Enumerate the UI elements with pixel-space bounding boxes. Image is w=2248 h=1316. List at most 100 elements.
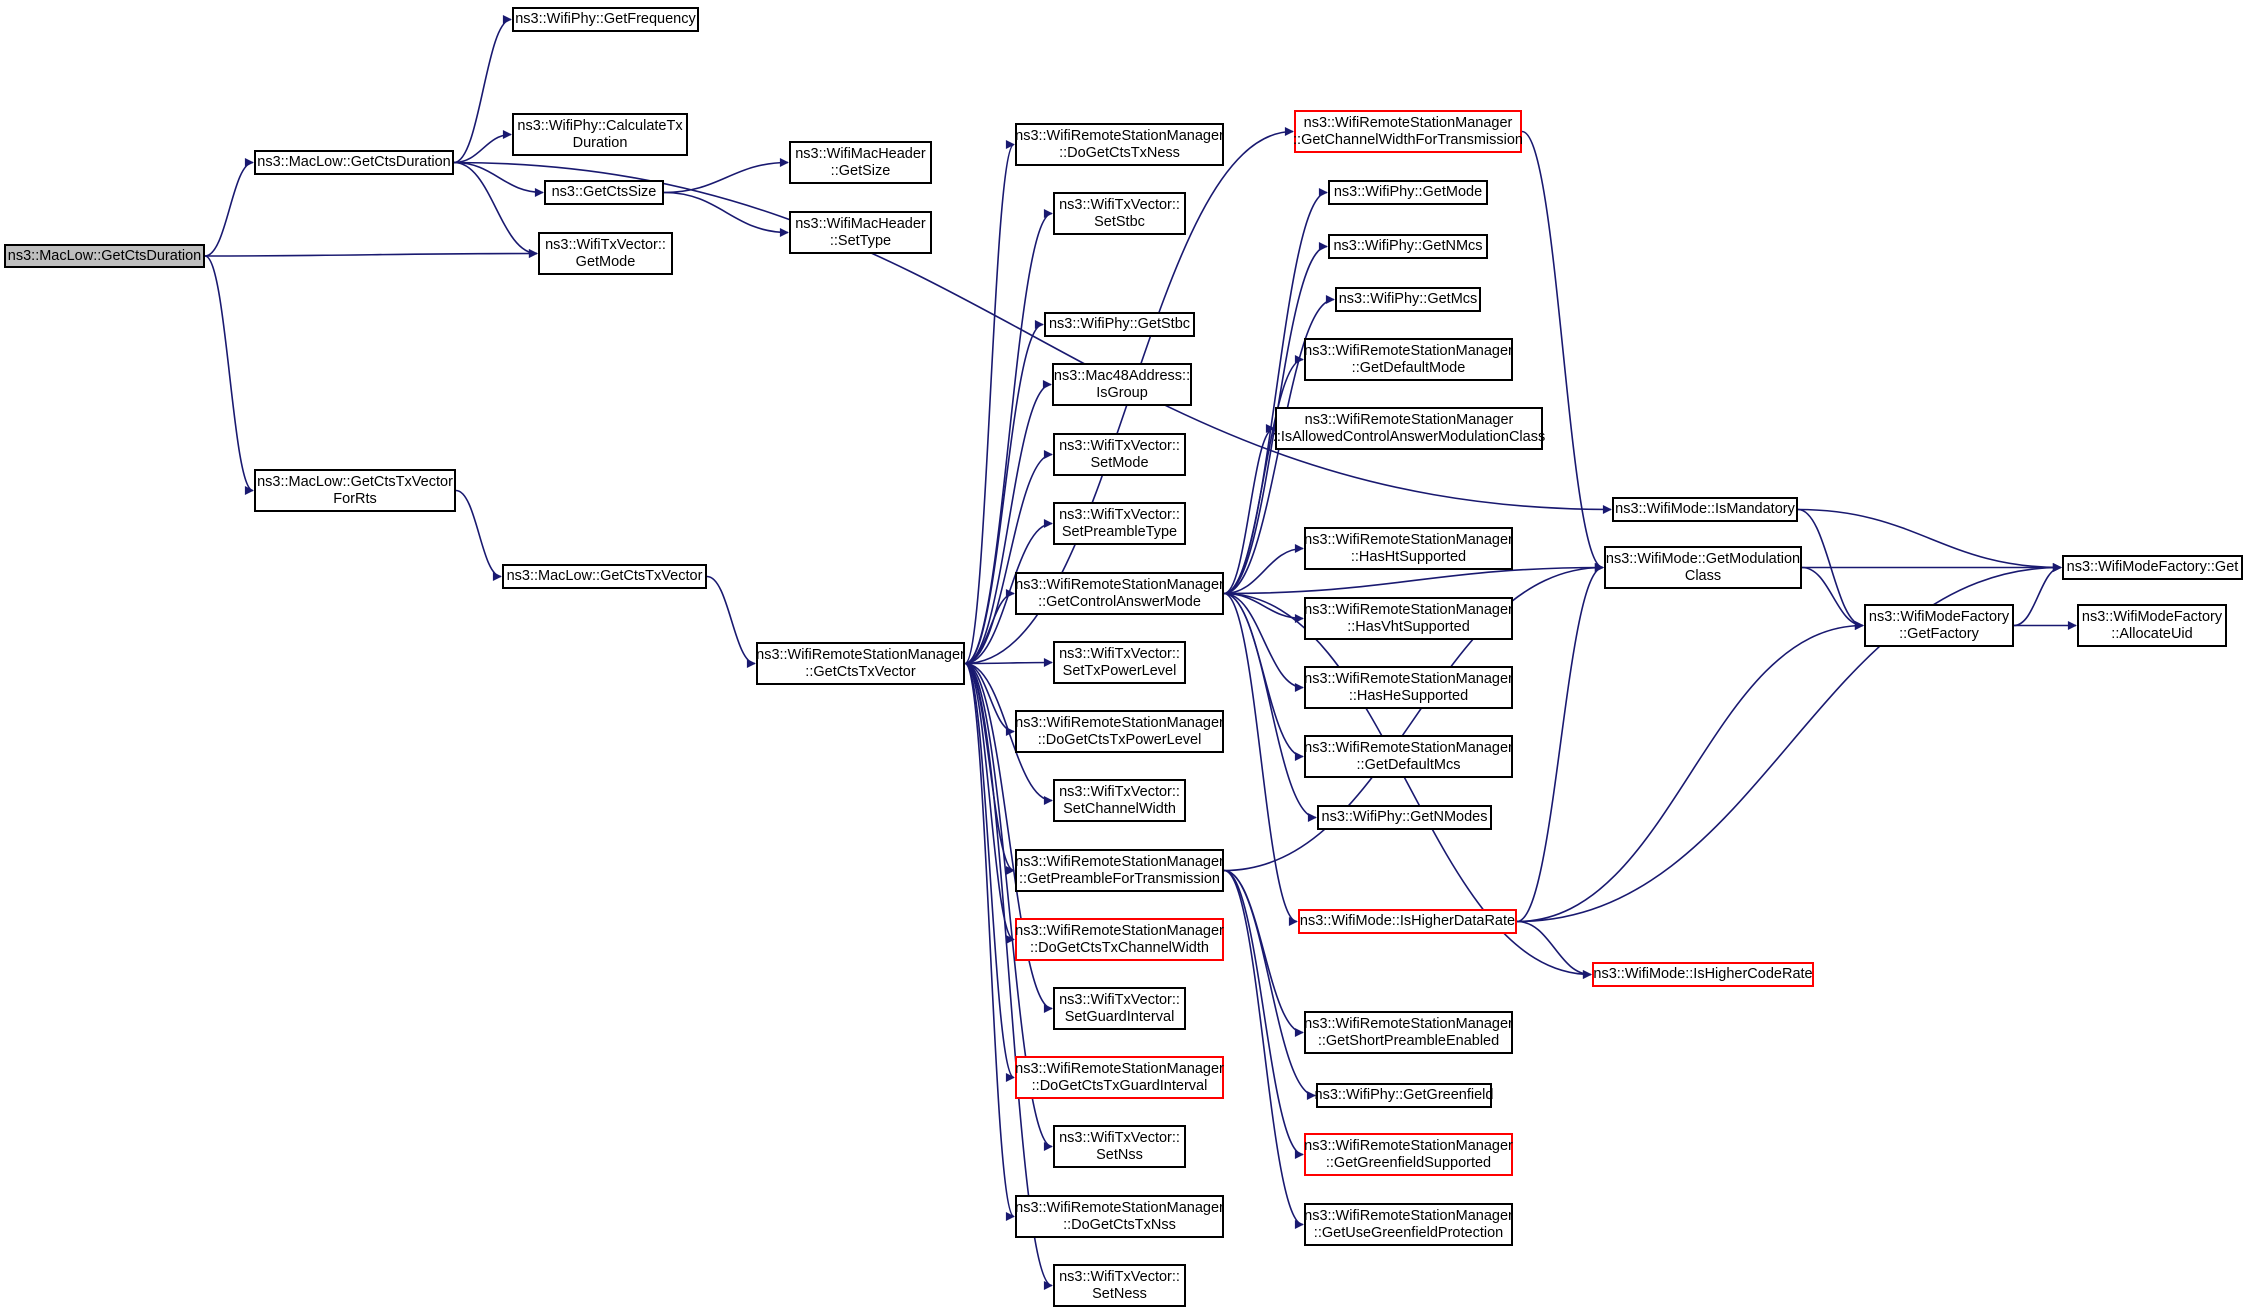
node-wifi-phy-get-greenfield[interactable]: ns3::WifiPhy::GetGreenfield: [1314, 1083, 1494, 1108]
node-wrsm-get-preamble-for-transmission[interactable]: ns3::WifiRemoteStationManager::GetPreamb…: [1015, 849, 1224, 892]
node-label-line: ns3::WifiRemoteStationManager: [1304, 1015, 1513, 1032]
node-wifi-phy-get-n-mcs[interactable]: ns3::WifiPhy::GetNMcs: [1328, 234, 1488, 259]
node-label-line: ::GetUseGreenfieldProtection: [1313, 1224, 1504, 1241]
node-label-line: ns3::WifiPhy::CalculateTx: [517, 117, 683, 134]
edge-wrsm_get_channel_width_for_transmission-to-wifi_mode_get_modulation_class: [1521, 130, 1604, 572]
node-mac-low-get-cts-tx-vector[interactable]: ns3::MacLow::GetCtsTxVector: [502, 564, 707, 589]
node-label-line: ns3::WifiTxVector::: [1059, 991, 1180, 1008]
node-get-cts-size[interactable]: ns3::GetCtsSize: [544, 180, 664, 205]
node-wrsm-get-default-mcs[interactable]: ns3::WifiRemoteStationManager::GetDefaul…: [1304, 735, 1513, 778]
node-wrsm-get-short-preamble-enabled[interactable]: ns3::WifiRemoteStationManager::GetShortP…: [1304, 1011, 1513, 1054]
node-label-line: ::AllocateUid: [2111, 625, 2193, 642]
node-wrsm-do-get-cts-tx-power-level[interactable]: ns3::WifiRemoteStationManager::DoGetCtsT…: [1015, 710, 1224, 753]
node-root: ns3::MacLow::GetCtsDuration: [4, 244, 205, 268]
node-wrsm-do-get-cts-tx-channel-width[interactable]: ns3::WifiRemoteStationManager::DoGetCtsT…: [1015, 918, 1224, 961]
node-label-line: SetNss: [1096, 1146, 1143, 1163]
node-label-line: ns3::WifiRemoteStationManager: [1303, 114, 1513, 131]
node-mac-low-get-cts-duration[interactable]: ns3::MacLow::GetCtsDuration: [254, 150, 454, 175]
node-label-line: ns3::WifiModeFactory: [1868, 608, 2010, 625]
node-label-line: ns3::WifiRemoteStationManager: [1015, 1060, 1224, 1077]
edge-wrsm_get_control_answer_mode-to-wrsm_is_allowed_control_answer_modulation_class: [1223, 424, 1275, 595]
node-wifi-mode-is-mandatory[interactable]: ns3::WifiMode::IsMandatory: [1612, 497, 1798, 522]
node-label-line: ns3::WifiPhy::GetStbc: [1048, 316, 1191, 332]
node-wifi-mode-factory-allocate-uid[interactable]: ns3::WifiModeFactory::AllocateUid: [2077, 604, 2227, 647]
node-wifi-mac-header-set-type[interactable]: ns3::WifiMacHeader::SetType: [789, 211, 932, 254]
edge-wrsm_get_preamble_for_transmission-to-wifi_mode_get_modulation_class: [1223, 563, 1604, 872]
node-wifi-phy-get-n-modes[interactable]: ns3::WifiPhy::GetNModes: [1317, 805, 1492, 830]
node-wrsm-has-ht-supported[interactable]: ns3::WifiRemoteStationManager::HasHtSupp…: [1304, 527, 1513, 570]
node-wifi-mode-is-higher-data-rate[interactable]: ns3::WifiMode::IsHigherDataRate: [1298, 909, 1517, 934]
edge-wrsm_get_cts_tx_vector-to-wifi_tx_vector_set_nss: [964, 662, 1053, 1151]
node-label-line: SetStbc: [1094, 213, 1145, 230]
node-wifi-tx-vector-set-tx-power-level[interactable]: ns3::WifiTxVector::SetTxPowerLevel: [1053, 641, 1186, 684]
node-wrsm-get-channel-width-for-transmission[interactable]: ns3::WifiRemoteStationManager::GetChanne…: [1293, 110, 1523, 153]
node-mac48-address-is-group[interactable]: ns3::Mac48Address::IsGroup: [1052, 363, 1192, 406]
node-label-line: SetTxPowerLevel: [1062, 662, 1177, 679]
node-label-line: ns3::WifiMode::GetModulation: [1605, 550, 1801, 567]
edge-wifi_mode_is_higher_data_rate-to-wifi_mode_get_modulation_class: [1516, 563, 1604, 923]
node-wrsm-get-control-answer-mode[interactable]: ns3::WifiRemoteStationManager::GetContro…: [1015, 572, 1224, 615]
node-wifi-phy-get-stbc[interactable]: ns3::WifiPhy::GetStbc: [1044, 312, 1195, 337]
node-wifi-tx-vector-set-stbc[interactable]: ns3::WifiTxVector::SetStbc: [1053, 192, 1186, 235]
node-wrsm-get-default-mode[interactable]: ns3::WifiRemoteStationManager::GetDefaul…: [1304, 338, 1513, 381]
node-label-line: ns3::WifiPhy::GetNModes: [1321, 809, 1488, 825]
node-label-line: ::SetType: [829, 232, 892, 249]
node-label-line: ::DoGetCtsTxGuardInterval: [1031, 1077, 1208, 1094]
node-label-line: GetMode: [575, 253, 636, 270]
node-wifi-phy-get-frequency[interactable]: ns3::WifiPhy::GetFrequency: [512, 7, 699, 32]
edge-wrsm_get_cts_tx_vector-to-wifi_tx_vector_set_channel_width: [964, 662, 1053, 805]
edge-wifi_mode_get_modulation_class-to-wifi_mode_factory_get_factory: [1801, 566, 1864, 630]
node-label-line: ns3::WifiTxVector::: [1059, 1268, 1180, 1285]
node-label-line: ::GetCtsTxVector: [805, 663, 916, 680]
node-label-line: SetPreambleType: [1061, 523, 1178, 540]
node-wifi-mode-factory-get-factory[interactable]: ns3::WifiModeFactory::GetFactory: [1864, 604, 2014, 647]
node-wrsm-has-vht-supported[interactable]: ns3::WifiRemoteStationManager::HasVhtSup…: [1304, 597, 1513, 640]
node-wrsm-get-use-greenfield-protection[interactable]: ns3::WifiRemoteStationManager::GetUseGre…: [1304, 1203, 1513, 1246]
node-label-line: ns3::MacLow::GetCtsDuration: [7, 247, 202, 264]
node-wifi-mac-header-get-size[interactable]: ns3::WifiMacHeader::GetSize: [789, 141, 932, 184]
node-wifi-tx-vector-set-guard-interval[interactable]: ns3::WifiTxVector::SetGuardInterval: [1053, 987, 1186, 1030]
node-label-line: ns3::WifiRemoteStationManager: [1304, 411, 1514, 428]
node-wrsm-has-he-supported[interactable]: ns3::WifiRemoteStationManager::HasHeSupp…: [1304, 666, 1513, 709]
node-label-line: ns3::WifiRemoteStationManager: [1015, 853, 1224, 870]
node-wifi-tx-vector-set-channel-width[interactable]: ns3::WifiTxVector::SetChannelWidth: [1053, 779, 1186, 822]
node-wrsm-is-allowed-control-answer-modulation-class[interactable]: ns3::WifiRemoteStationManager::IsAllowed…: [1273, 407, 1545, 450]
node-label-line: ns3::WifiPhy::GetMcs: [1338, 291, 1478, 307]
node-wrsm-do-get-cts-tx-guard-interval[interactable]: ns3::WifiRemoteStationManager::DoGetCtsT…: [1015, 1056, 1224, 1099]
node-wifi-tx-vector-get-mode[interactable]: ns3::WifiTxVector::GetMode: [538, 232, 673, 275]
edge-wrsm_get_cts_tx_vector-to-wifi_tx_vector_set_mode: [964, 450, 1053, 665]
node-wifi-tx-vector-set-preamble-type[interactable]: ns3::WifiTxVector::SetPreambleType: [1053, 502, 1186, 545]
node-wifi-phy-get-mcs[interactable]: ns3::WifiPhy::GetMcs: [1335, 287, 1481, 312]
node-wrsm-get-cts-tx-vector[interactable]: ns3::WifiRemoteStationManager::GetCtsTxV…: [756, 642, 965, 685]
node-wrsm-get-greenfield-supported[interactable]: ns3::WifiRemoteStationManager::GetGreenf…: [1304, 1133, 1513, 1176]
node-label-line: ForRts: [333, 490, 377, 507]
node-label-line: ::HasVhtSupported: [1347, 618, 1470, 635]
node-label-line: ns3::WifiRemoteStationManager: [1304, 601, 1513, 618]
node-wifi-tx-vector-set-mode[interactable]: ns3::WifiTxVector::SetMode: [1053, 433, 1186, 476]
node-wifi-tx-vector-set-nss[interactable]: ns3::WifiTxVector::SetNss: [1053, 1125, 1186, 1168]
node-wifi-mode-factory-get[interactable]: ns3::WifiModeFactory::Get: [2062, 555, 2243, 580]
node-label-line: ns3::WifiTxVector::: [1059, 437, 1180, 454]
edge-wrsm_get_cts_tx_vector-to-wrsm_do_get_cts_tx_channel_width: [964, 662, 1015, 944]
node-wifi-tx-vector-set-ness[interactable]: ns3::WifiTxVector::SetNess: [1053, 1264, 1186, 1307]
edge-wrsm_get_cts_tx_vector-to-wifi_tx_vector_set_ness: [964, 662, 1053, 1290]
node-wrsm-do-get-cts-tx-nss[interactable]: ns3::WifiRemoteStationManager::DoGetCtsT…: [1015, 1195, 1224, 1238]
node-label-line: ::GetShortPreambleEnabled: [1317, 1032, 1500, 1049]
node-label-line: ns3::WifiRemoteStationManager: [1304, 739, 1513, 756]
node-label-line: SetChannelWidth: [1063, 800, 1176, 817]
edge-root-to-mac_low_get_cts_duration: [204, 158, 254, 257]
node-wifi-mode-is-higher-code-rate[interactable]: ns3::WifiMode::IsHigherCodeRate: [1592, 962, 1814, 987]
node-label-line: ns3::WifiTxVector::: [1059, 506, 1180, 523]
edge-root-to-wifi_tx_vector_get_mode: [204, 249, 538, 259]
edge-wrsm_get_control_answer_mode-to-wifi_mode_is_higher_code_rate: [1223, 592, 1592, 979]
node-label-line: ns3::WifiTxVector::: [545, 236, 666, 253]
node-wrsm-do-get-cts-tx-ness[interactable]: ns3::WifiRemoteStationManager::DoGetCtsT…: [1015, 123, 1224, 166]
node-wifi-phy-get-mode[interactable]: ns3::WifiPhy::GetMode: [1328, 180, 1488, 205]
node-label-line: ns3::WifiPhy::GetGreenfield: [1314, 1087, 1494, 1103]
node-label-line: ::DoGetCtsTxChannelWidth: [1030, 939, 1209, 956]
node-label-line: ns3::WifiPhy::GetNMcs: [1333, 238, 1483, 254]
node-label-line: ns3::GetCtsSize: [551, 184, 657, 200]
